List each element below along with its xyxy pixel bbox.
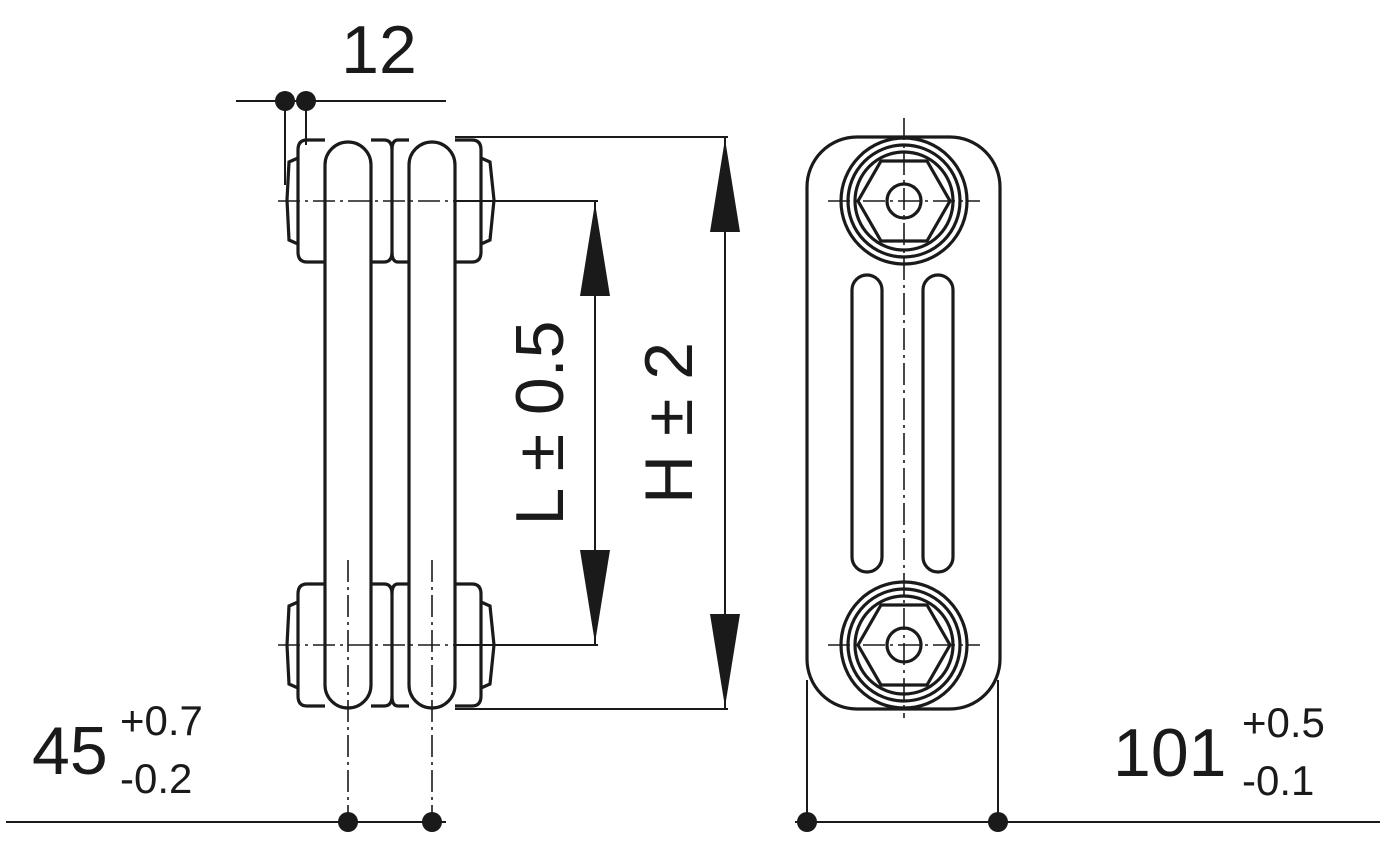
depth-right-dot-b bbox=[988, 812, 1008, 832]
depth-left-value: 45 bbox=[32, 713, 108, 789]
bottom-boss-mid-right bbox=[390, 582, 409, 708]
slot-right bbox=[921, 273, 955, 574]
dimension-height: H ± 2 bbox=[455, 136, 740, 710]
dimension-12: 12 bbox=[236, 12, 446, 185]
tube-right bbox=[407, 140, 457, 710]
depth-left-dot-a bbox=[338, 812, 358, 832]
length-arrow-top bbox=[580, 203, 610, 296]
height-arrow-top bbox=[710, 139, 740, 232]
top-flange-left bbox=[285, 156, 299, 246]
dim-12-text: 12 bbox=[341, 12, 417, 88]
top-boss-mid-right bbox=[390, 138, 409, 264]
dim-12-dot-right bbox=[296, 91, 316, 111]
dimension-length: L ± 0.5 bbox=[455, 200, 610, 646]
length-label: L ± 0.5 bbox=[502, 321, 578, 526]
depth-left-lower-tol: -0.2 bbox=[120, 755, 192, 802]
height-arrow-bottom bbox=[710, 614, 740, 707]
tube-left bbox=[323, 140, 373, 710]
dimension-depth-right: 101 +0.5 -0.1 bbox=[795, 680, 1380, 832]
depth-right-lower-tol: -0.1 bbox=[1242, 757, 1314, 804]
slot-left bbox=[850, 273, 884, 574]
height-label: H ± 2 bbox=[631, 342, 707, 504]
depth-left-dot-b bbox=[422, 812, 442, 832]
depth-left-upper-tol: +0.7 bbox=[120, 697, 203, 744]
depth-right-upper-tol: +0.5 bbox=[1242, 699, 1325, 746]
side-view bbox=[278, 138, 515, 822]
depth-right-dot-a bbox=[797, 812, 817, 832]
depth-right-value: 101 bbox=[1113, 715, 1226, 791]
length-arrow-bottom bbox=[580, 550, 610, 643]
dimension-depth-left: 45 +0.7 -0.2 bbox=[6, 697, 446, 832]
front-view bbox=[805, 118, 1002, 718]
dim-12-dot-left bbox=[275, 91, 295, 111]
